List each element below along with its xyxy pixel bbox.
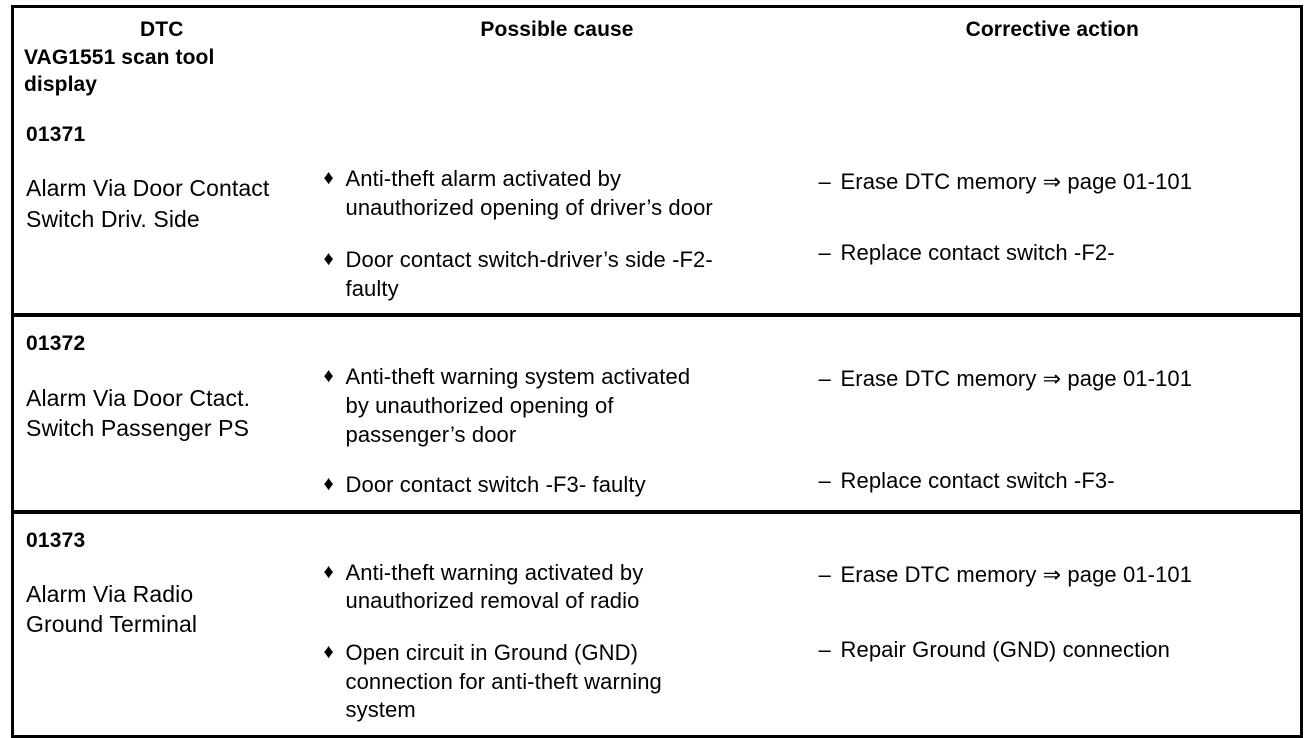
dash-bullet-icon: –: [818, 637, 831, 663]
list-item-text: Open circuit in Ground (GND) connection …: [345, 639, 662, 723]
list-item-text: Anti-theft warning system activated by u…: [345, 364, 691, 447]
dtc-code: 01372: [26, 332, 86, 356]
list-item-text: Erase DTC memory ⇒ page 01-101: [840, 366, 1193, 392]
column-header-possible-cause: Possible cause: [310, 7, 805, 109]
dtc-table: DTC VAG1551 scan tool display Possible c…: [11, 5, 1303, 738]
dash-bullet-icon: –: [818, 561, 831, 587]
list-item-text: Replace contact switch -F3-: [840, 467, 1115, 493]
dash-bullet-icon: –: [818, 467, 831, 493]
list-item-text: Anti-theft alarm activated by unauthoriz…: [345, 166, 713, 220]
list-item: ♦ Open circuit in Ground (GND) connectio…: [324, 639, 793, 725]
cell-corrective-action: – Erase DTC memory ⇒ page 01-101 – Repai…: [805, 512, 1302, 736]
diamond-bullet-icon: ♦: [323, 167, 334, 189]
cell-corrective-action: – Erase DTC memory ⇒ page 01-101 – Repla…: [804, 315, 1302, 514]
list-item-text: Anti-theft warning activated by unauthor…: [345, 559, 644, 614]
list-item: – Erase DTC memory ⇒ page 01-101: [819, 365, 1289, 394]
table-row: 01372 Alarm Via Door Ctact. Switch Passe…: [12, 315, 1302, 514]
dtc-description: Alarm Via Radio Ground Terminal: [26, 580, 198, 638]
list-item: ♦ Anti-theft alarm activated by unauthor…: [324, 165, 793, 222]
list-item: ♦ Anti-theft warning activated by unauth…: [324, 559, 793, 616]
table-row: 01371 Alarm Via Door Contact Switch Driv…: [12, 108, 1302, 318]
column-header-corrective-action-label: Corrective action: [965, 18, 1139, 41]
possible-cause-list: ♦ Anti-theft warning system activated by…: [324, 363, 793, 499]
dash-bullet-icon: –: [818, 239, 831, 265]
dtc-code: 01371: [26, 123, 86, 146]
column-header-corrective-action: Corrective action: [805, 7, 1302, 109]
column-header-possible-cause-label: Possible cause: [480, 18, 634, 41]
page: DTC VAG1551 scan tool display Possible c…: [11, 5, 1303, 738]
list-item-text: Erase DTC memory ⇒ page 01-101: [840, 169, 1193, 194]
dtc-description: Alarm Via Door Contact Switch Driv. Side: [26, 175, 270, 232]
table-header-row: DTC VAG1551 scan tool display Possible c…: [13, 7, 1302, 109]
dash-bullet-icon: –: [818, 169, 831, 194]
list-item-text: Repair Ground (GND) connection: [840, 637, 1170, 663]
column-header-dtc-title: DTC: [140, 18, 184, 41]
corrective-action-list: – Erase DTC memory ⇒ page 01-101 – Repla…: [819, 365, 1289, 495]
list-item-text: Door contact switch -F3- faulty: [345, 472, 646, 498]
diamond-bullet-icon: ♦: [323, 560, 334, 583]
corrective-action-list: – Erase DTC memory ⇒ page 01-101 – Repai…: [819, 561, 1289, 665]
corrective-action-list: – Erase DTC memory ⇒ page 01-101 – Repla…: [819, 168, 1289, 267]
dtc-description: Alarm Via Door Ctact. Switch Passenger P…: [26, 384, 251, 441]
cell-dtc: 01371 Alarm Via Door Contact Switch Driv…: [12, 108, 310, 318]
list-item: – Erase DTC memory ⇒ page 01-101: [819, 168, 1289, 197]
cell-corrective-action: – Erase DTC memory ⇒ page 01-101 – Repla…: [804, 108, 1302, 318]
list-item: ♦ Door contact switch -F3- faulty: [324, 471, 793, 500]
possible-cause-list: ♦ Anti-theft warning activated by unauth…: [324, 559, 793, 725]
list-item: ♦ Anti-theft warning system activated by…: [324, 363, 793, 449]
dtc-code: 01373: [26, 528, 86, 552]
diamond-bullet-icon: ♦: [323, 473, 334, 496]
list-item: – Erase DTC memory ⇒ page 01-101: [819, 561, 1289, 590]
cell-possible-cause: ♦ Anti-theft warning activated by unauth…: [310, 512, 805, 736]
list-item: – Replace contact switch -F3-: [819, 467, 1289, 496]
cell-possible-cause: ♦ Anti-theft alarm activated by unauthor…: [309, 108, 805, 318]
column-header-dtc: DTC VAG1551 scan tool display: [13, 7, 310, 109]
list-item-text: Erase DTC memory ⇒ page 01-101: [840, 561, 1193, 587]
cell-possible-cause: ♦ Anti-theft warning system activated by…: [309, 315, 805, 514]
list-item: – Repair Ground (GND) connection: [819, 636, 1289, 665]
cell-dtc: 01372 Alarm Via Door Ctact. Switch Passe…: [12, 315, 310, 514]
possible-cause-list: ♦ Anti-theft alarm activated by unauthor…: [324, 165, 793, 303]
dash-bullet-icon: –: [818, 366, 831, 392]
diamond-bullet-icon: ♦: [323, 248, 334, 271]
list-item: – Replace contact switch -F2-: [819, 239, 1289, 268]
table-row: 01373 Alarm Via Radio Ground Terminal ♦ …: [13, 512, 1302, 736]
diamond-bullet-icon: ♦: [323, 640, 334, 663]
column-header-dtc-subtitle: VAG1551 scan tool display: [24, 45, 215, 97]
list-item-text: Replace contact switch -F2-: [840, 239, 1115, 265]
cell-dtc: 01373 Alarm Via Radio Ground Terminal: [13, 512, 310, 736]
list-item-text: Door contact switch-driver’s side -F2- f…: [345, 247, 713, 301]
diamond-bullet-icon: ♦: [323, 365, 334, 388]
list-item: ♦ Door contact switch-driver’s side -F2-…: [324, 246, 793, 303]
